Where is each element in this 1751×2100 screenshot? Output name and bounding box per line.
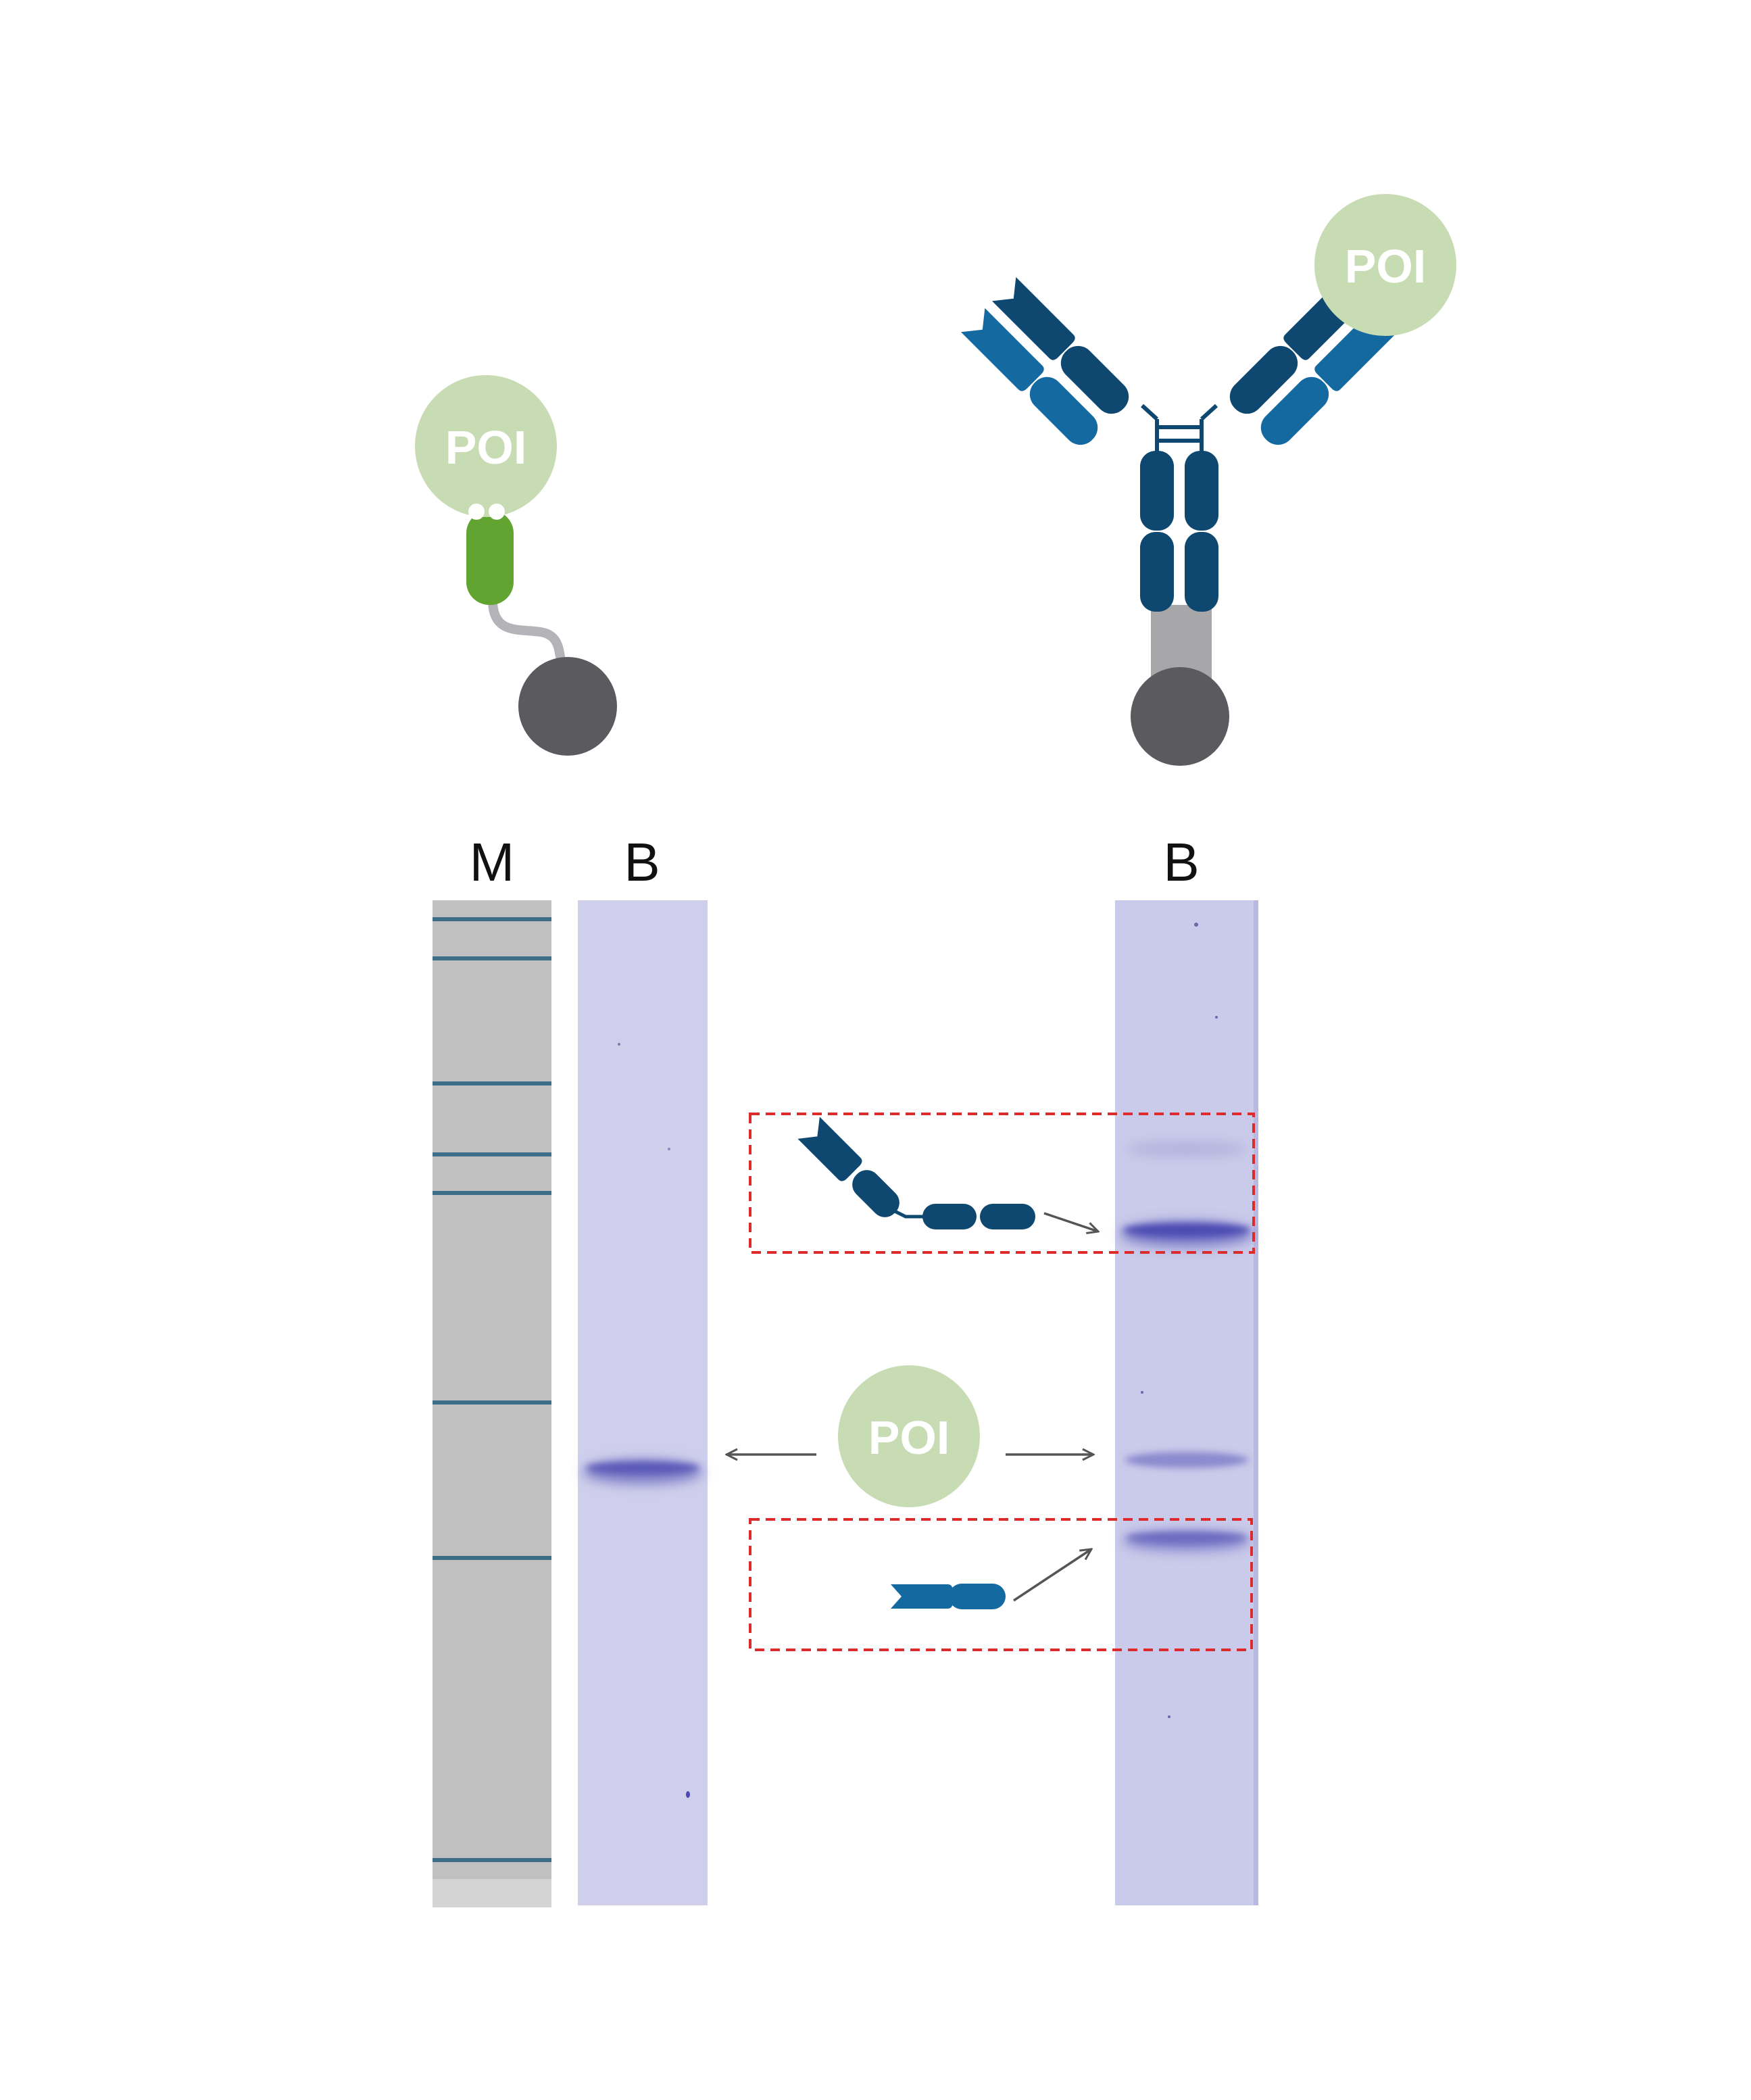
- gel-speck: [1215, 1016, 1218, 1019]
- antibody-construct: POI: [961, 194, 1456, 766]
- fab-arm-right: [1229, 276, 1398, 445]
- tag-notch: [468, 504, 485, 520]
- lane-label-marker: M: [470, 832, 515, 892]
- gel-speck: [1141, 1391, 1143, 1394]
- marker-lane: [433, 900, 551, 1907]
- gel-speck: [668, 1148, 670, 1150]
- poi-circle-left: [415, 375, 557, 517]
- gel-band-poi: [586, 1462, 699, 1474]
- gel-speck: [686, 1791, 690, 1798]
- gel-band-poi: [1125, 1452, 1249, 1468]
- poi-label-center: POI: [868, 1411, 950, 1464]
- gel-lane-right: [1115, 900, 1258, 1905]
- poi-label-right: POI: [1345, 240, 1427, 293]
- lane-label-left: B: [624, 832, 660, 892]
- gel-speck: [1194, 923, 1198, 927]
- gel-lane-left: [578, 900, 708, 1905]
- heavy-chain-ch2-right: [1185, 451, 1218, 531]
- gel-speck: [1168, 1715, 1170, 1718]
- heavy-chain-ch3-right: [1185, 532, 1218, 612]
- bead-right: [1131, 667, 1229, 766]
- lane-label-right: B: [1163, 832, 1199, 892]
- poi-circle-center: [838, 1365, 980, 1507]
- gel-band-light-chain: [1126, 1532, 1248, 1543]
- heavy-chain-icon: [797, 1117, 1035, 1229]
- bead-left: [518, 657, 617, 756]
- poi-label-left: POI: [445, 421, 527, 474]
- dashed-box-light-chain: [749, 1518, 1253, 1651]
- marker-bands: [433, 917, 551, 1862]
- fab-arm-left: [961, 276, 1129, 445]
- gel-band-heavy-chain: [1123, 1223, 1250, 1237]
- heavy-chain-ch2-left: [1140, 451, 1174, 531]
- hinge-region: [1140, 404, 1218, 451]
- tag-notch: [489, 504, 505, 520]
- heavy-chain-ch3-left: [1140, 532, 1174, 612]
- light-chain-icon: [891, 1584, 1006, 1609]
- light-chain-annotation: [749, 1518, 1253, 1651]
- heavy-chain-annotation: [749, 1113, 1255, 1254]
- gel-speck: [618, 1043, 620, 1046]
- arrow-light-chain: [1013, 1549, 1091, 1602]
- gel-band-faint: [1126, 1142, 1248, 1156]
- affinity-tag: [466, 510, 514, 605]
- linker-line: [488, 595, 567, 670]
- poi-center-annotation: POI: [726, 1365, 1093, 1507]
- dashed-box-heavy-chain: [749, 1113, 1255, 1254]
- arrow-heavy-chain: [1043, 1212, 1098, 1231]
- poi-circle-right: [1314, 194, 1456, 336]
- tagged-poi-construct: POI: [415, 375, 617, 756]
